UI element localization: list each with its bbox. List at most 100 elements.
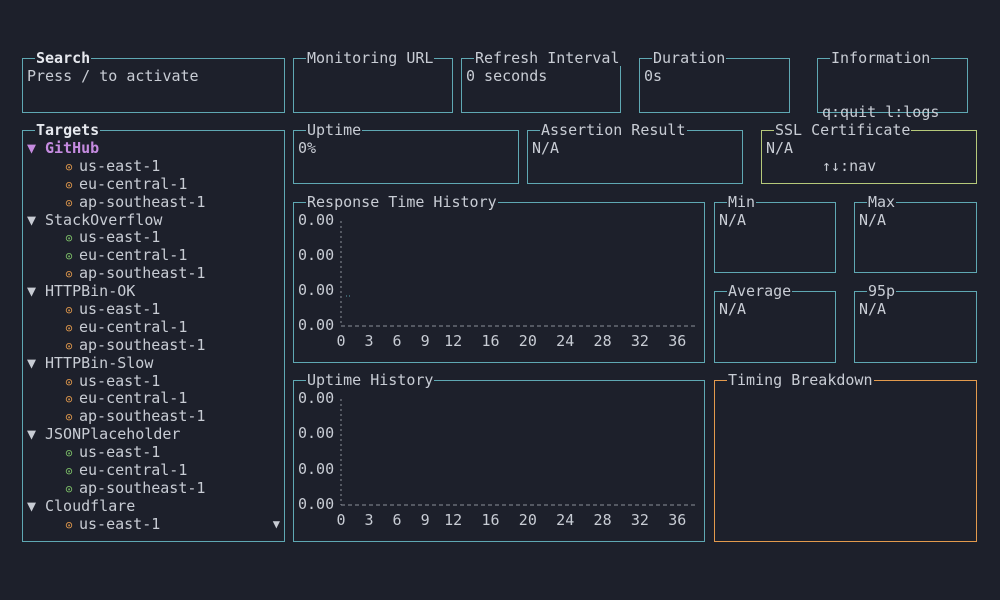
uptime-history-title: Uptime History (306, 371, 435, 389)
target-group-name: StackOverflow (45, 210, 163, 229)
status-dot-icon: ⊙ (65, 195, 73, 210)
status-dot-icon: ⊙ (65, 464, 73, 479)
expand-arrow-icon[interactable]: ▼ (27, 139, 37, 157)
target-group[interactable]: ▼HTTPBin-OK (23, 282, 284, 301)
target-region[interactable]: ⊙ap-southeast-1 (23, 264, 284, 283)
y-tick-label: 0.00 (298, 211, 335, 229)
average-title: Average (727, 282, 793, 300)
status-dot-icon: ⊙ (65, 267, 73, 282)
duration-panel: Duration 0s (639, 50, 790, 113)
target-group[interactable]: ▼GitHub (23, 139, 284, 158)
target-group-name: JSONPlaceholder (45, 425, 181, 444)
status-dot-icon: ⊙ (65, 481, 73, 496)
response-time-history-title: Response Time History (306, 193, 498, 211)
target-region[interactable]: ⊙ eu-central-1 (23, 461, 284, 480)
y-tick-label: 0.00 (298, 246, 335, 264)
information-keys-line2: ↑↓:nav (822, 157, 877, 175)
x-tick-label: 0 (336, 332, 346, 350)
x-tick-label: 28 (593, 332, 612, 350)
x-tick-label: 3 (364, 332, 374, 350)
uptime-panel: Uptime 0% (293, 122, 519, 184)
information-panel: Information q:quit l:logs ↑↓:nav (817, 50, 968, 175)
y-tick-label: 0.00 (298, 316, 335, 334)
expand-arrow-icon[interactable]: ▼ (27, 282, 37, 301)
target-region-name: eu-central-1 (79, 389, 188, 408)
ssl-certificate-title: SSL Certificate (774, 121, 912, 139)
target-region-name: eu-central-1 (79, 461, 188, 480)
targets-tree[interactable]: ▼GitHub ⊙ us-east-1 ⊙ eu-central-1 ⊙ ap-southe… (23, 139, 284, 534)
refresh-interval-panel: Refresh Interval 0 seconds (461, 50, 621, 113)
target-group[interactable]: ▼ HTTPBin-Slow (23, 353, 284, 373)
status-dot-icon: ⊙ (65, 410, 73, 425)
target-region[interactable]: ⊙us-east-1 (23, 157, 284, 176)
refresh-interval-value: 0 seconds (466, 67, 548, 85)
expand-arrow-icon[interactable]: ▼ (27, 353, 37, 372)
average-panel: Average N/A (714, 283, 836, 363)
target-region[interactable]: ⊙ap-southeast-1 (23, 407, 284, 426)
timing-breakdown-title: Timing Breakdown (727, 371, 874, 389)
x-tick-label: 6 (392, 332, 402, 350)
target-group[interactable]: ▼ Cloudflare (23, 496, 284, 516)
target-group[interactable]: ▼ JSONPlaceholder (23, 425, 284, 444)
assertion-result-panel: Assertion Result N/A (527, 122, 743, 184)
target-group[interactable]: ▼ StackOverflow (23, 210, 284, 230)
target-region-name: eu-central-1 (79, 317, 188, 336)
target-group-name: Cloudflare (45, 496, 136, 515)
scroll-down-indicator-icon[interactable]: ▼ (272, 517, 280, 531)
x-tick-label: 20 (518, 332, 537, 350)
information-title: Information (830, 49, 932, 67)
target-region[interactable]: ⊙us-east-1 (23, 229, 284, 247)
p95-title: 95p (867, 282, 897, 300)
status-dot-icon: ⊙ (65, 249, 73, 264)
target-region-name: ap-southeast-1 (79, 192, 206, 211)
x-tick-label: 16 (481, 332, 500, 350)
search-panel[interactable]: Search Press / to activate (22, 50, 285, 113)
target-region-name: eu-central-1 (79, 246, 188, 265)
y-tick-label: 0.00 (298, 424, 335, 443)
x-tick-label: 9 (420, 332, 430, 350)
target-region-name: us-east-1 (79, 443, 161, 462)
expand-arrow-icon[interactable]: ▼ (27, 496, 37, 515)
timing-breakdown-panel: Timing Breakdown (714, 372, 977, 542)
target-region[interactable]: ⊙ us-east-1 (23, 443, 284, 462)
target-region[interactable]: ⊙ ap-southeast-1 (23, 478, 284, 498)
target-region[interactable]: ⊙us-east-1 (23, 515, 284, 534)
y-tick-label: 0.00 (298, 495, 335, 513)
y-tick-label: 0.00 (298, 459, 335, 478)
target-region[interactable]: ⊙eu-central-1 (23, 317, 284, 337)
target-region[interactable]: ⊙ us-east-1 (23, 300, 284, 319)
x-tick-label: 0 (336, 511, 346, 529)
target-region[interactable]: ⊙us-east-1 (23, 372, 284, 391)
monitoring-url-title: Monitoring URL (306, 49, 435, 67)
targets-title: Targets (35, 121, 101, 139)
p95-panel: 95p N/A (854, 283, 977, 363)
x-tick-label: 9 (420, 511, 430, 529)
expand-arrow-icon[interactable]: ▼ (27, 210, 37, 229)
target-group-name: HTTPBin-Slow (45, 353, 154, 372)
target-region[interactable]: ⊙ ap-southeast-1 (23, 192, 284, 212)
x-tick-label: 32 (630, 332, 649, 350)
duration-value: 0s (644, 67, 663, 85)
x-tick-label: 36 (668, 511, 687, 529)
search-hint[interactable]: Press / to activate (27, 67, 199, 85)
status-dot-icon: ⊙ (65, 446, 73, 461)
y-tick-label: 0.00 (298, 389, 335, 407)
target-region[interactable]: ⊙eu-central-1 (23, 175, 284, 194)
target-region-name: ap-southeast-1 (79, 478, 206, 497)
status-dot-icon: ⊙ (65, 303, 73, 318)
target-region[interactable]: ⊙eu-central-1 (23, 390, 284, 408)
target-region-name: us-east-1 (79, 300, 161, 319)
target-region-name: ap-southeast-1 (79, 335, 206, 354)
target-region[interactable]: ⊙ap-southeast-1 (23, 335, 284, 355)
x-tick-label: 28 (593, 511, 612, 529)
max-title: Max (867, 193, 897, 211)
x-tick-label: 32 (630, 511, 649, 529)
targets-panel[interactable]: Targets ▼GitHub ⊙ us-east-1 ⊙ eu-central-1 ⊙ a… (22, 122, 285, 542)
expand-arrow-icon[interactable]: ▼ (27, 425, 37, 444)
target-region[interactable]: ⊙ eu-central-1 (23, 246, 284, 265)
x-tick-label: 3 (364, 511, 374, 529)
